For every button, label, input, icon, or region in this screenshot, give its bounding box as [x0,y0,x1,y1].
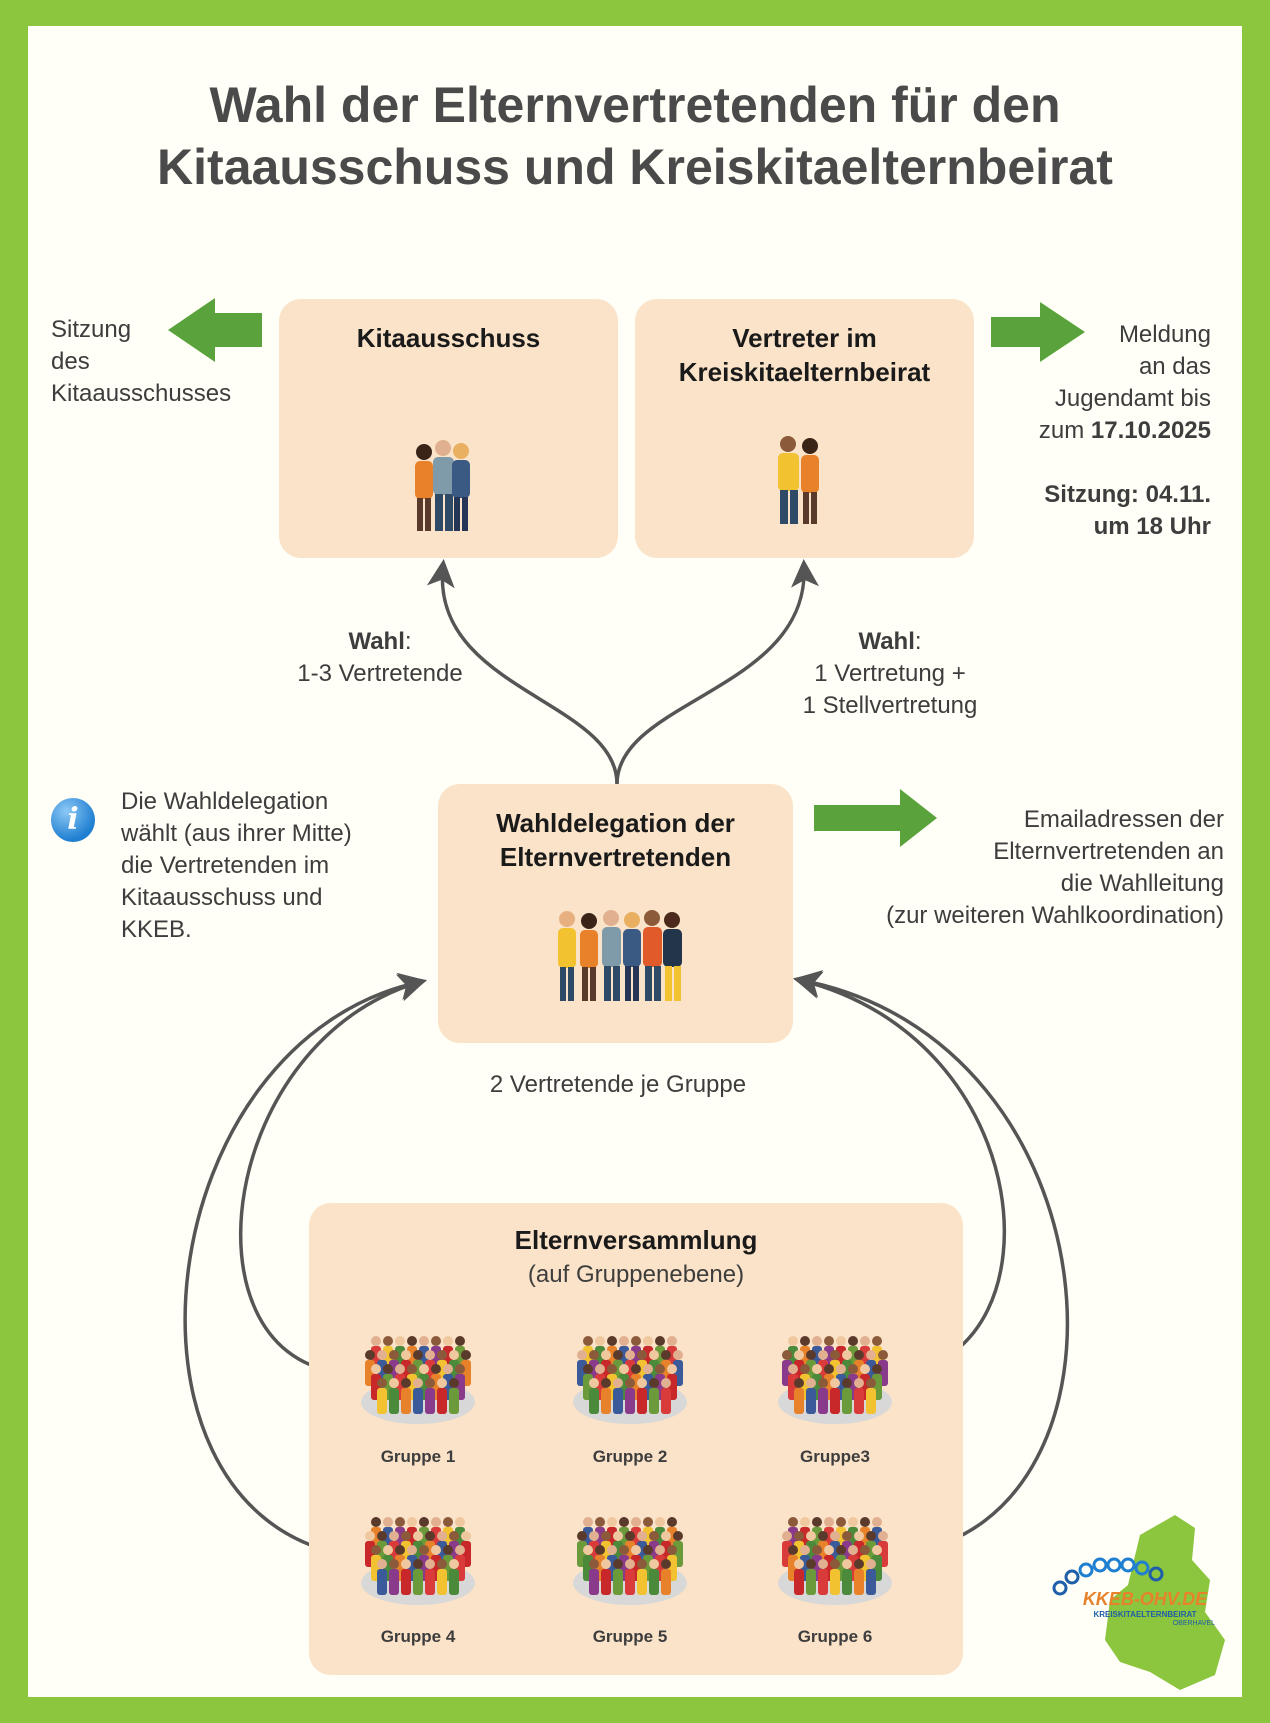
oberhavel-map-icon [1105,1515,1225,1690]
group-label-3: Gruppe3 [800,1447,870,1466]
per-group-label: 2 Vertretende je Gruppe [489,1071,747,1098]
crowd-icon [778,1336,892,1424]
crowd-icon [778,1517,892,1605]
email-text-line4: (zur weiteren Wahlkoordination) [886,902,1224,929]
info-text-line3: die Vertretenden im [121,852,330,879]
people-icon [778,436,819,524]
group-label-4: Gruppe 4 [380,1627,456,1646]
wahl-right-line3: 1 Stellvertretung [802,692,978,719]
left-note-line1: Sitzung [51,316,132,343]
people-icon [415,440,470,531]
left-note-line2: des [51,348,90,375]
wahl-right-line2: 1 Vertretung + [814,660,966,687]
left-note-line3: Kitaausschusses [51,380,232,407]
wahl-right-line1: Wahl: [858,628,922,655]
right-note-line3: Jugendamt bis [1054,385,1211,412]
box-elternversammlung-subtitle: (auf Gruppenebene) [527,1261,745,1288]
deadline-date: 17.10.2025 [1090,417,1211,444]
wahl-left-line2: 1-3 Vertretende [297,660,463,687]
group-label-6: Gruppe 6 [797,1627,873,1646]
box-elternversammlung-title: Elternversammlung [514,1225,758,1255]
sitzung-line2: um 18 Uhr [1093,513,1211,540]
logo-main-text: KKEB-OHV.DE [1082,1589,1208,1609]
info-text-line1: Die Wahldelegation [121,788,329,815]
info-text-line4: Kitaausschuss und [121,884,323,911]
info-text-line5: KKEB. [121,916,192,943]
page-title-line2: Kitaausschuss und Kreiskitaelternbeirat [157,139,1113,195]
crowd-icon [573,1517,687,1605]
box-kreis-title-line2: Kreiskitaelternbeirat [678,357,931,387]
info-text-line2: wählt (aus ihrer Mitte) [121,820,352,847]
page-title-line1: Wahl der Elternvertretenden für den [209,77,1061,133]
crowd-icon [361,1517,475,1605]
arrow-right-icon [991,302,1085,362]
box-kitaausschuss-title: Kitaausschuss [356,323,541,353]
box-wahldelegation-title-line1: Wahldelegation der [496,808,735,838]
right-note-line2: an das [1138,353,1211,380]
connector-gruppe6 [793,970,1069,1555]
logo-sub-text1: KREISKITAELTERNBEIRAT [1093,1610,1197,1619]
sitzung-line1: Sitzung: 04.11. [1044,481,1211,508]
wahl-left-line1: Wahl: [348,628,412,655]
email-text-line3: die Wahlleitung [1060,870,1224,897]
email-text-line2: Elternvertretenden an [993,838,1224,865]
email-text-line1: Emailadressen der [1023,806,1224,833]
info-icon: i [51,798,95,842]
arrow-left-icon [168,298,262,362]
crowd-icon [573,1336,687,1424]
people-icon [558,910,682,1001]
group-label-5: Gruppe 5 [592,1627,668,1646]
logo-chain-icon [1052,1557,1164,1596]
crowd-icon [361,1336,475,1424]
logo-sub-text2: OBERHAVEL [1172,1620,1215,1627]
right-note-line1: Meldung [1118,321,1211,348]
connector-to-kreis [615,559,819,785]
group-label-1: Gruppe 1 [380,1447,456,1466]
group-label-2: Gruppe 2 [592,1447,668,1466]
right-note-line4: zum 17.10.2025 [1038,417,1211,444]
connector-gruppe4 [183,972,427,1555]
arrow-right-icon [814,789,937,847]
box-wahldelegation-title-line2: Elternvertretenden [499,842,732,872]
connector-gruppe1 [238,974,427,1374]
box-kreis-title-line1: Vertreter im [732,323,877,353]
connector-to-kitaausschuss [426,559,619,785]
